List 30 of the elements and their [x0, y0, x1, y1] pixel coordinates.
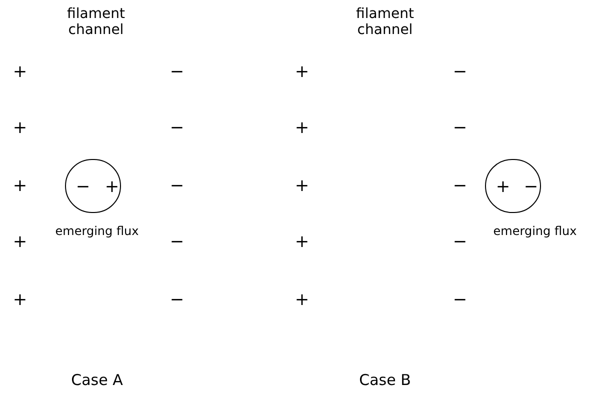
polarity-sign: − [452, 63, 468, 81]
polarity-sign: + [294, 291, 310, 309]
polarity-sign: + [104, 178, 120, 196]
polarity-sign: − [170, 233, 184, 251]
region-label: filament channel [66, 6, 126, 38]
polarity-sign: + [294, 63, 310, 81]
polarity-sign: + [496, 178, 510, 196]
polarity-sign: + [294, 177, 310, 195]
polarity-sign: − [76, 178, 90, 196]
polarity-sign: + [294, 119, 310, 137]
polarity-sign: − [170, 119, 184, 137]
case-caption: Case B [359, 371, 411, 389]
flux-caption: emerging flux [55, 224, 139, 238]
region-label: filament channel [355, 6, 415, 38]
polarity-sign: − [170, 291, 184, 309]
polarity-sign: − [452, 291, 468, 309]
case-caption: Case A [71, 371, 123, 389]
polarity-sign: + [12, 177, 28, 195]
polarity-sign: − [452, 233, 468, 251]
polarity-sign: + [12, 119, 28, 137]
polarity-sign: − [452, 119, 468, 137]
polarity-sign: − [524, 178, 538, 196]
polarity-sign: + [12, 233, 28, 251]
polarity-sign: + [294, 233, 310, 251]
polarity-sign: − [170, 177, 184, 195]
polarity-sign: − [170, 63, 184, 81]
polarity-sign: − [452, 177, 468, 195]
flux-caption: emerging flux [493, 224, 577, 238]
polarity-sign: + [12, 291, 28, 309]
polarity-sign: + [12, 63, 28, 81]
